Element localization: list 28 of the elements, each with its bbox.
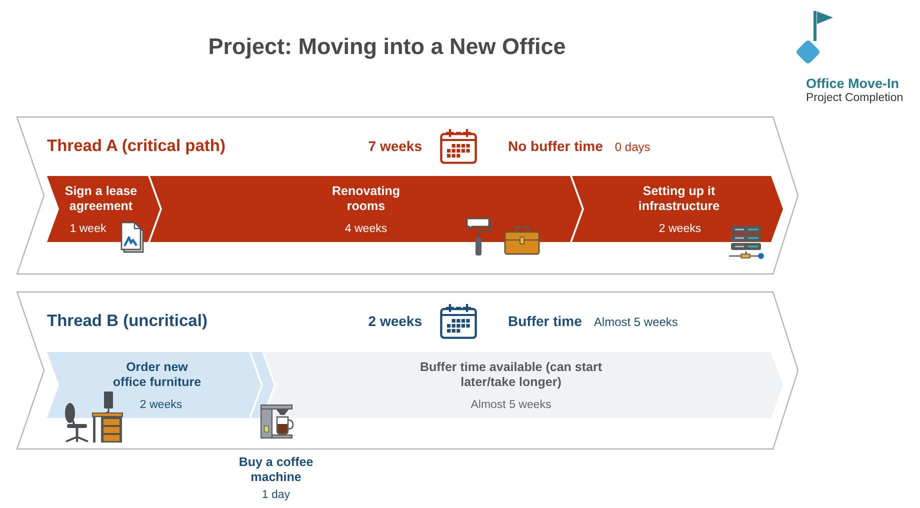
task-heading: Setting up it infrastructure [638,184,720,214]
task-bar [251,352,274,418]
duration-text: 4 weeks [344,222,388,236]
duration-text: 2 weeks [368,313,422,329]
task-heading: Buffer time available (can start later/take longer) [419,360,603,390]
task-heading: Buy a coffee machine [238,455,314,485]
buffer-heading: No buffer time [508,138,603,154]
chevron-band [17,292,798,449]
milestone-title: Office Move-In [806,76,900,91]
duration-text: 7 weeks [368,138,422,154]
duration-text: 2 weeks [658,222,702,236]
buffer-value: Almost 5 weeks [594,315,678,329]
task-heading: Renovating rooms [331,184,401,214]
chevron-band [17,117,798,274]
diagram-title: Project: Moving into a New Office [208,34,566,60]
duration-text: 1 week [70,222,106,236]
thread-heading: Thread A (critical path) [47,136,226,156]
duration-text: Almost 5 weeks [470,398,552,412]
task-heading: Order new office furniture [112,360,202,390]
task-bar [264,352,783,418]
milestone-subtitle: Project Completion [806,92,904,104]
duration-text: 1 day [262,488,290,502]
thread-heading: Thread B (uncritical) [47,312,208,330]
buffer-heading: Buffer time [508,313,582,329]
buffer-value: 0 days [614,140,650,154]
duration-text: 2 weeks [140,398,182,412]
task-bar [572,176,783,242]
task-heading: Sign a lease agreement [64,184,138,214]
